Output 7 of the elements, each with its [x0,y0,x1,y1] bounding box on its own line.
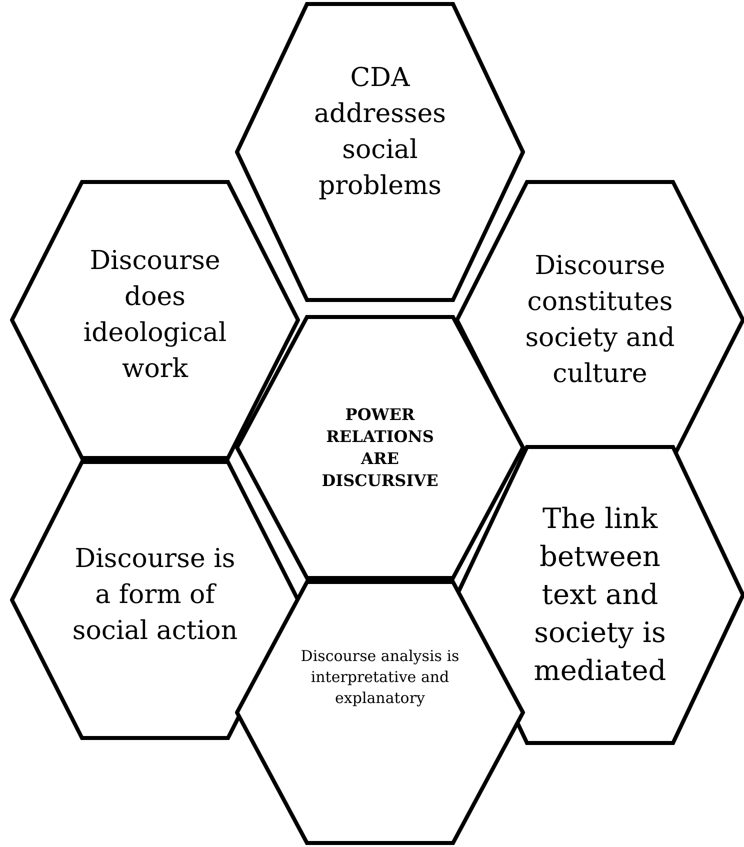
hexagon-text: Discourse analysis is interpretative and explanatory [300,646,460,709]
hexagon-text: CDA addresses social problems [312,62,448,203]
hexagon-text: Discourse does ideological work [82,245,228,386]
hexagon-text: Discourse is a form of social action [71,543,239,648]
hexagon-text: POWER RELATIONS ARE DISCURSIVE [320,404,440,492]
hexagon-text: The link between text and society is mediated [532,501,668,689]
hexagon-text: Discourse constitutes society and culture [524,250,676,391]
